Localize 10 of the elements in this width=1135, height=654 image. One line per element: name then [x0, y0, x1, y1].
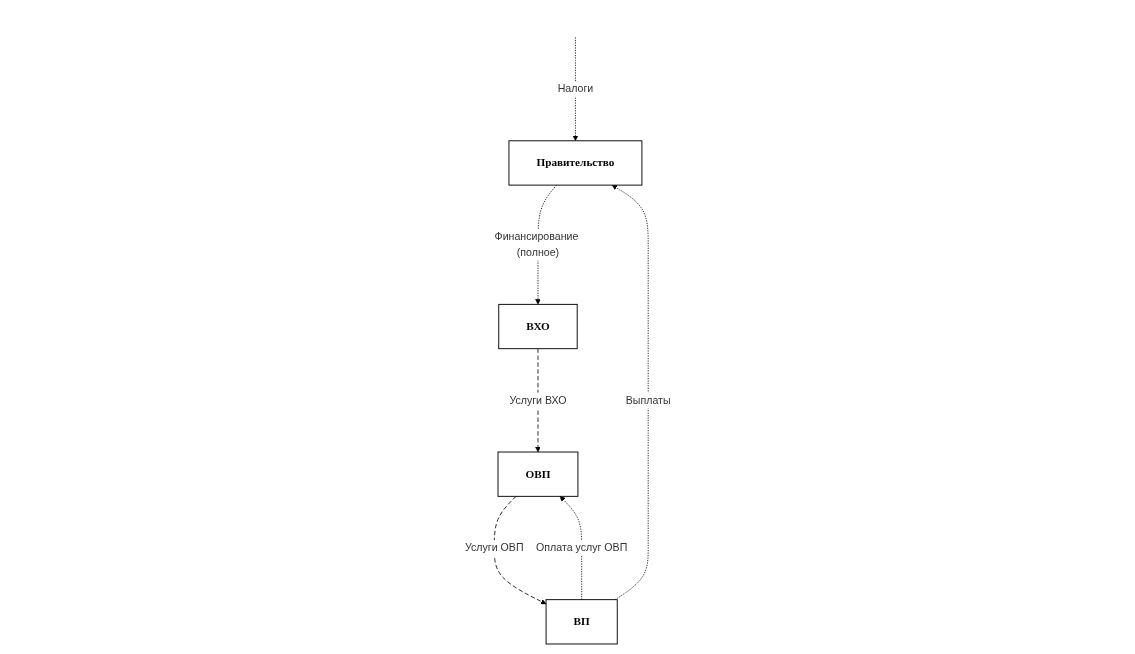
edge-label: Услуги ОВП: [464, 541, 524, 554]
edge-label: Финансирование (полное): [494, 230, 579, 259]
node-box: ВХО: [497, 303, 578, 350]
node-box: ОВП: [497, 451, 579, 497]
edge-label: Выплаты: [625, 394, 671, 407]
edge-label: Оплата услуг ОВП: [535, 541, 627, 554]
edge-label: Налоги: [557, 83, 593, 95]
edge-label: Услуги ВХО: [509, 394, 567, 407]
node-box: Правительство: [508, 140, 643, 186]
node-box: ВП: [545, 599, 618, 645]
